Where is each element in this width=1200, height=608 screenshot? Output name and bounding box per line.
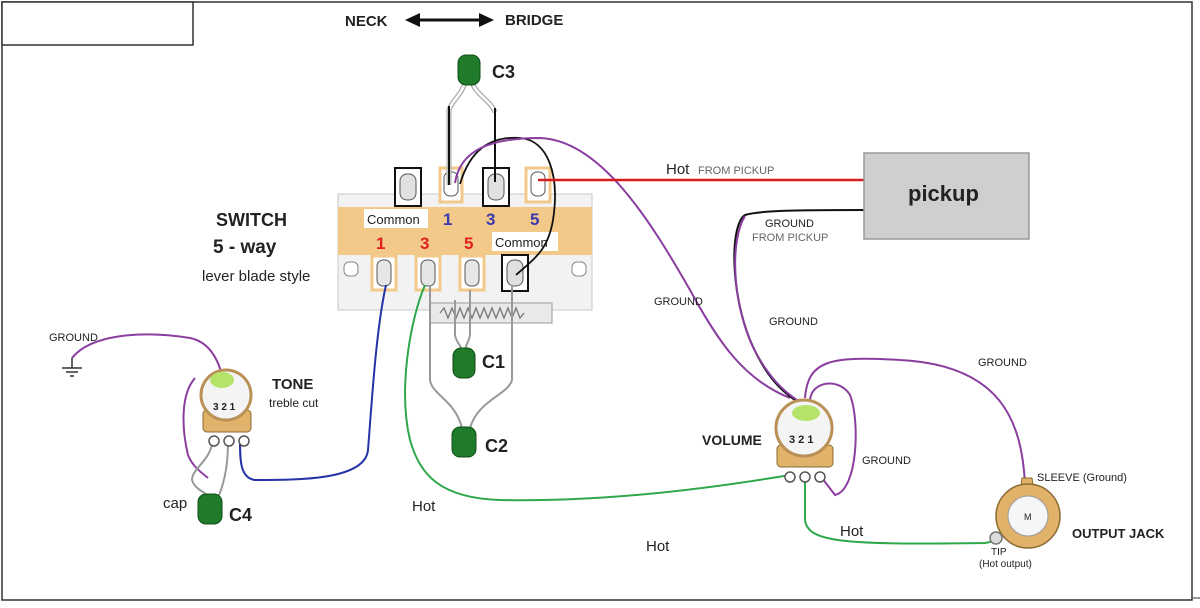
jack-ground-label: GROUND (978, 357, 1027, 369)
jack-tip-note: (Hot output) (979, 559, 1032, 570)
capacitor-c1-body (452, 347, 476, 379)
volume-pot: 3 2 1 (774, 398, 834, 483)
bottom-lug-3 (420, 259, 436, 287)
tone-pot: 3 2 1 (199, 368, 253, 447)
bottom-lug-5 (464, 259, 480, 287)
volume-pot-ground-solder (792, 405, 820, 421)
top-lug-common (399, 173, 417, 201)
tone-subtitle: treble cut (269, 396, 319, 410)
bridge-label: BRIDGE (505, 12, 563, 29)
volume-lug-1 (814, 471, 826, 483)
volume-lug-2 (799, 471, 811, 483)
pickup-ground-label: GROUND (765, 218, 814, 230)
capacitor-c3 (457, 54, 481, 86)
tone-lug-1 (238, 435, 250, 447)
pickup-hot-label: Hot (666, 161, 690, 178)
tone-ground-wire (71, 333, 223, 376)
pickup-ground-wire (734, 215, 798, 401)
tone-lug-3 (208, 435, 220, 447)
top-label-1: 1 (443, 210, 452, 229)
capacitor-c2 (451, 426, 477, 458)
capacitor-c3-body (457, 54, 481, 86)
tone-lug-2 (223, 435, 235, 447)
volume-lug-numbers: 3 2 1 (789, 434, 813, 446)
title-box (1, 1, 194, 46)
hot-label-mid: Hot (646, 538, 670, 555)
volume-ground-loop-wire (809, 382, 857, 497)
capacitor-c4-body (197, 493, 223, 525)
pickup-label: pickup (908, 181, 979, 206)
jack-tip-label: TIP (991, 547, 1007, 558)
switch-body: Common 1 3 5 1 3 5 Common (337, 166, 593, 324)
hot-label-left: Hot (412, 498, 436, 515)
bottom-common-label-bg (492, 232, 558, 251)
switch-style: lever blade style (202, 268, 310, 285)
arrow-left-icon (405, 13, 420, 27)
capacitor-c1 (452, 347, 476, 379)
jack-center (1007, 495, 1049, 537)
switch-spring-housing (429, 302, 553, 324)
volume-to-jack-ground-wire (804, 357, 1026, 486)
jack-tip-lug (989, 531, 1003, 545)
switch-subtitle: 5 - way (213, 237, 277, 258)
hot-label-right: Hot (840, 523, 864, 540)
volume-lug-3 (784, 471, 796, 483)
capacitor-c4 (197, 493, 223, 525)
mounting-hole-right (571, 261, 587, 277)
pickup-body (863, 152, 1030, 240)
bottom-lug-common (506, 259, 524, 287)
pickup-hot-from: FROM PICKUP (698, 165, 774, 177)
capacitor-c2-label: C2 (485, 436, 508, 456)
bottom-label-1: 1 (376, 234, 385, 253)
bottom-label-5: 5 (464, 234, 473, 253)
bottom-label-common: Common (495, 235, 548, 250)
c3-lead-right (470, 81, 497, 113)
c2-lead-left (429, 285, 463, 429)
capacitor-c4-label: C4 (229, 505, 252, 525)
top-label-5: 5 (530, 210, 539, 229)
output-jack: M (989, 477, 1061, 549)
tone-pot-ground-solder (210, 372, 234, 388)
volume-ground-left-label: GROUND (654, 296, 703, 308)
neck-bridge-header: NECK BRIDGE (345, 12, 563, 30)
volume-title: VOLUME (702, 432, 762, 448)
volume-ground-upper-label: GROUND (769, 316, 818, 328)
top-label-common: Common (367, 212, 420, 227)
tone-lug-numbers: 3 2 1 (213, 402, 236, 413)
bottom-label-3: 3 (420, 234, 429, 253)
tone-case-ground-wire (182, 377, 209, 479)
c2-lead-right (469, 285, 513, 429)
top-common-label-bg (364, 209, 428, 228)
switch-to-volume-hot-wire (404, 284, 791, 502)
cap-label: cap (163, 495, 187, 512)
neck-label: NECK (345, 13, 388, 30)
c4-lead-left (190, 439, 214, 499)
jack-center-label: M (1024, 512, 1032, 522)
jack-sleeve-label: SLEEVE (Ground) (1037, 472, 1127, 484)
switch-ground-wire (454, 136, 791, 399)
pickup-ground-from: FROM PICKUP (752, 232, 828, 244)
jack-title: OUTPUT JACK (1072, 526, 1165, 541)
c4-lead-right (217, 439, 229, 499)
arrow-right-icon (479, 13, 494, 27)
capacitor-c2-body (451, 426, 477, 458)
capacitor-c1-label: C1 (482, 352, 505, 372)
switch-to-tone-wire (239, 284, 387, 482)
volume-to-jack-hot-wire (804, 478, 1001, 545)
top-label-3: 3 (486, 210, 495, 229)
mounting-hole-left (343, 261, 359, 277)
ground-symbol-icon (62, 358, 82, 377)
bottom-lug-1 (376, 259, 392, 287)
tone-title: TONE (272, 376, 313, 393)
volume-ground-right-label: GROUND (862, 455, 911, 467)
top-lug-5 (530, 171, 546, 197)
capacitor-c3-label: C3 (492, 62, 515, 82)
switch-title: SWITCH (216, 210, 287, 230)
tone-ground-label: GROUND (49, 332, 98, 344)
pickup: pickup (863, 152, 1030, 240)
